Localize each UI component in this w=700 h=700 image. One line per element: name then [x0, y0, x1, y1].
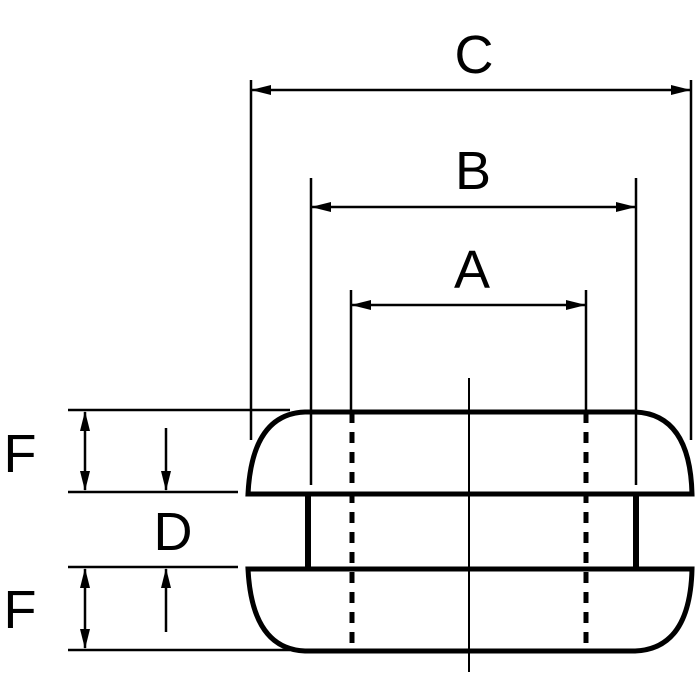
label-f-bottom: F — [4, 580, 37, 640]
grommet-outline — [245, 378, 695, 672]
label-a: A — [454, 240, 490, 300]
label-b: B — [455, 141, 491, 201]
dimension-labels: C B A D F F — [4, 25, 494, 640]
label-c: C — [455, 25, 494, 85]
extension-lines — [68, 80, 693, 652]
top-flange — [245, 409, 695, 497]
bottom-flange — [245, 566, 695, 654]
dimension-arrows — [80, 85, 691, 649]
label-d: D — [154, 502, 193, 562]
label-f-top: F — [4, 424, 37, 484]
